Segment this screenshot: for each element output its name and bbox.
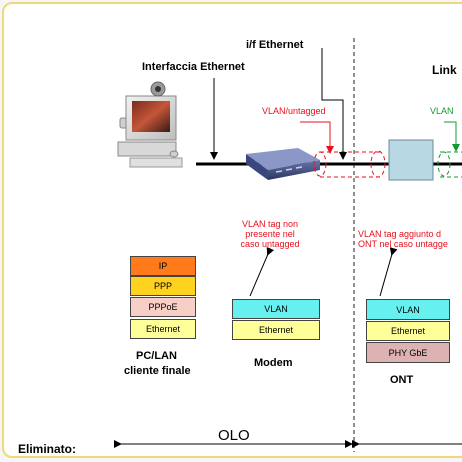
- note-line-2: presente nel: [245, 229, 295, 239]
- cliente-finale-caption: cliente finale: [124, 365, 191, 377]
- ont-layer-phy: PHY GbE: [366, 342, 450, 363]
- modem-caption: Modem: [254, 357, 293, 369]
- note-line-3: caso untagged: [240, 239, 300, 249]
- modem-layer-vlan: VLAN: [232, 299, 320, 319]
- ont-caption: ONT: [390, 374, 414, 386]
- eliminato-label: Eliminato:: [18, 442, 77, 456]
- modem-device-icon: [246, 148, 320, 180]
- interfaccia-ethernet-label: Interfaccia Ethernet: [142, 61, 245, 73]
- pc-layer-ip: IP: [130, 256, 196, 276]
- vlan-untagged-label: VLAN/untagged: [262, 106, 326, 116]
- vlan-untagged-arrow: [300, 121, 334, 154]
- pc-computer-icon: [117, 81, 183, 168]
- vlan-tag-non-presente-note: VLAN tag non presente nel caso untagged: [238, 220, 302, 249]
- ont-layer-ethernet: Ethernet: [366, 321, 450, 341]
- pc-layer-pppoe: PPPoE: [130, 297, 196, 317]
- modem-callout-arrow: [249, 246, 275, 297]
- olo-label: OLO: [218, 427, 250, 444]
- note-line-1: VLAN tag aggiunto d: [358, 229, 442, 239]
- pc-layer-ppp: PPP: [130, 276, 196, 296]
- if-ethernet-label: i/f Ethernet: [246, 39, 304, 51]
- vlan-tag-aggiunto-note: VLAN tag aggiunto d ONT nel caso untagge: [358, 230, 448, 249]
- modem-layer-ethernet: Ethernet: [232, 320, 320, 340]
- note-line-2: ONT nel caso untagge: [358, 239, 448, 249]
- ont-callout-arrow: [379, 247, 398, 297]
- vlan-tagged-tunnel: [437, 151, 462, 178]
- vlan-green-label: VLAN: [430, 106, 454, 116]
- note-line-1: VLAN tag non: [241, 219, 299, 229]
- vlan-tagged-arrow: [444, 121, 460, 152]
- ont-device-icon: [388, 139, 434, 181]
- if-ethernet-pointer: [321, 48, 347, 160]
- link-label: Link: [432, 63, 457, 77]
- pc-layer-ethernet: Ethernet: [130, 319, 196, 339]
- pc-lan-caption: PC/LAN: [136, 350, 177, 362]
- ont-layer-vlan: VLAN: [366, 299, 450, 320]
